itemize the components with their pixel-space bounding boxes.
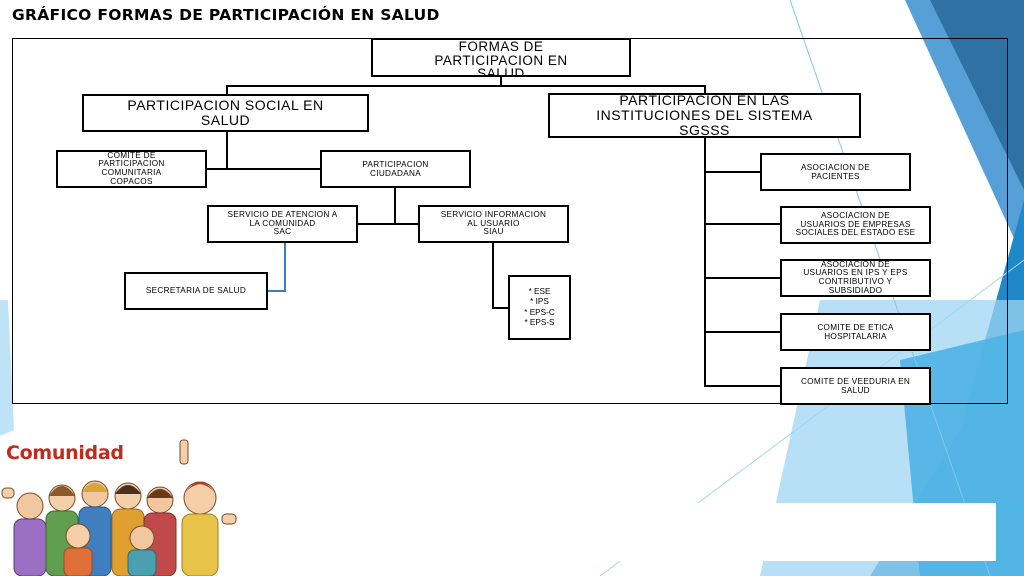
connector-line: [394, 188, 396, 224]
box-text-line: COMITE DE VEEDURIA EN: [800, 377, 911, 386]
box-text-line: ASOCIACION DE: [801, 163, 870, 172]
box-text-line: CONTRIBUTIVO Y: [818, 277, 893, 286]
highlight-connector-line: [268, 290, 286, 292]
raised-hand-icon: [1, 439, 237, 525]
deco-shape-dark-top: [930, 0, 1024, 190]
connector-line: [704, 171, 761, 173]
box-text-line: CIUDADANA: [370, 168, 421, 178]
community-label: Comunidad: [6, 442, 124, 464]
box-text-line: SALUD: [477, 66, 525, 77]
connector-line: [207, 168, 321, 170]
box-text-line: AL USUARIO: [467, 218, 520, 228]
box-text-line: SUBSIDIADO: [828, 285, 883, 295]
box-text-line: SIAU: [483, 227, 504, 237]
box-text-line: PARTICIPACION: [362, 160, 429, 169]
box-text-line: COPACOS: [110, 176, 153, 186]
person-figure: [181, 481, 219, 576]
box-text-line: INSTITUCIONES DEL SISTEMA: [596, 107, 813, 124]
box-text-line: * ESE: [528, 286, 551, 296]
connector-line: [492, 243, 494, 308]
connector-line: [226, 85, 706, 87]
box-text-line: SECRETARIA DE SALUD: [145, 285, 247, 295]
secretaria-salud-box: SECRETARIA DE SALUD: [124, 272, 268, 310]
person-figure: [63, 523, 93, 576]
connector-line: [226, 85, 228, 95]
box-text-line: PARTICIPACION: [98, 159, 165, 169]
community-people-illustration: [1, 439, 237, 576]
box-text-line: COMITE DE: [107, 150, 156, 160]
box-text-line: ASOCIACION DE: [821, 259, 890, 269]
connector-line: [704, 85, 706, 94]
connector-line: [704, 331, 780, 333]
connector-line: [226, 132, 228, 169]
deco-shape-left-strip: [0, 300, 14, 436]
connector-line: [704, 137, 706, 386]
connector-line: [704, 277, 780, 279]
white-placeholder-bar: [612, 503, 996, 561]
connector-line: [704, 223, 780, 225]
box-text-line: PARTICIPACION SOCIAL EN: [127, 97, 324, 114]
connector-line: [492, 307, 509, 309]
box-text-line: LA COMUNIDAD: [249, 218, 316, 228]
person-figure: [13, 492, 47, 576]
box-text-line: USUARIOS DE EMPRESAS: [800, 219, 911, 229]
box-text-line: PARTICIPACION EN LAS: [619, 93, 790, 109]
box-text-line: SAC: [273, 227, 292, 237]
box-text-line: PARTICIPACION EN: [434, 52, 568, 68]
box-text-line: * EPS-S: [524, 318, 555, 327]
highlight-connector-line: [284, 243, 286, 291]
box-text-line: HOSPITALARIA: [824, 331, 887, 341]
box-text-line: USUARIOS EN IPS Y EPS: [803, 268, 908, 278]
box-text-line: COMITE DE ETICA: [817, 323, 894, 332]
box-text-line: SALUD: [841, 385, 870, 395]
box-text-line: ASOCIACION DE: [821, 211, 890, 221]
box-text-line: PACIENTES: [811, 171, 860, 181]
box-text-line: * EPS-C: [524, 307, 555, 317]
box-text-line: SERVICIO INFORMACION: [440, 210, 547, 220]
box-text-line: SALUD: [200, 112, 251, 128]
box-text-line: SERVICIO DE ATENCION A: [227, 210, 338, 220]
connector-line: [704, 385, 780, 387]
slide-title: GRÁFICO FORMAS DE PARTICIPACIÓN EN SALUD: [12, 6, 440, 24]
box-text-line: * IPS: [530, 297, 549, 306]
person-figure: [127, 525, 157, 576]
box-text-line: SOCIALES DEL ESTADO ESE: [795, 228, 916, 238]
health-entities-list-box: * ESE* IPS* EPS-C* EPS-S: [508, 275, 571, 340]
connector-line: [358, 223, 419, 225]
connector-line: [500, 76, 502, 86]
box-text-line: COMUNITARIA: [101, 168, 162, 177]
box-text-line: SGSSS: [679, 121, 730, 138]
box-text-line: FORMAS DE: [458, 39, 544, 54]
